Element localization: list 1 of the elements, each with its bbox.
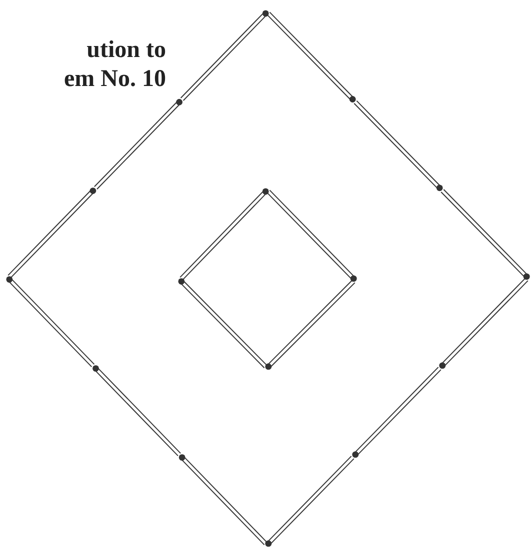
title: ution to em No. 10: [63, 36, 166, 94]
